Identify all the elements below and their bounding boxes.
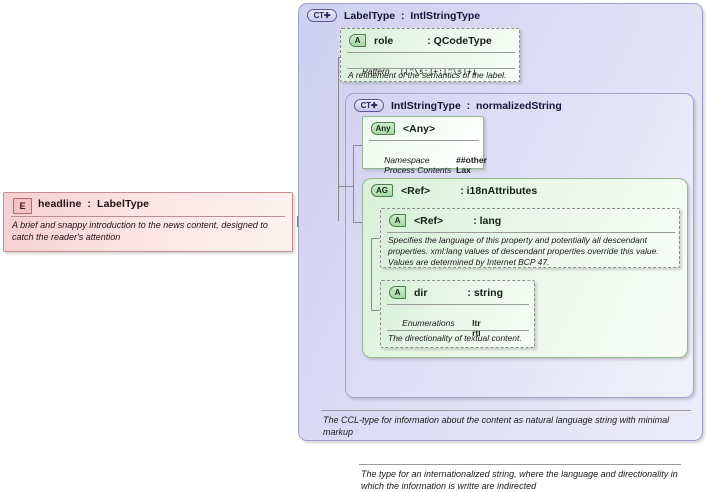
attribute-type-lang: : lang xyxy=(473,214,502,227)
divider xyxy=(359,464,681,465)
facet-row-namespace: Namespace xyxy=(370,144,430,176)
facet-key: Enumerations xyxy=(402,317,455,328)
attribute-type-role: : QCodeType xyxy=(427,34,492,47)
attribute-name-lang: <Ref> xyxy=(414,214,444,227)
connector-ag-trunk xyxy=(371,238,372,310)
element-documentation: A brief and snappy introduction to the n… xyxy=(12,220,268,242)
connector-branch-any xyxy=(353,145,362,146)
attribute-header-role: A role : QCodeType xyxy=(349,34,492,47)
attribute-box-role[interactable]: A role : QCodeType Pattern [[^\s:]+:[^\s]… xyxy=(340,28,520,82)
divider xyxy=(387,304,529,305)
attribute-icon: A xyxy=(349,34,366,47)
attribute-documentation-lang: Specifies the language of this property … xyxy=(388,235,659,267)
complextype-documentation-intlstringtype: The type for an internationalized string… xyxy=(361,469,678,491)
attribute-box-lang[interactable]: A <Ref> : lang Specifies the language of… xyxy=(380,208,680,268)
facet-key: Process Contents xyxy=(384,164,452,175)
attribute-name-dir: dir xyxy=(414,286,428,299)
facet-value-namespace: ##other xyxy=(442,144,487,176)
facet-value: [[^\s:]+:[^\s]+] xyxy=(399,66,477,76)
complextype-badge-text: CT xyxy=(360,101,371,110)
facet-value-enum-rtl: rtl xyxy=(458,317,481,349)
any-box[interactable]: Any <Any> Namespace ##other Process Cont… xyxy=(362,116,487,175)
complextype-title-labeltype: LabelType : IntlStringType xyxy=(344,9,481,22)
divider xyxy=(369,140,479,141)
connector-inner-trunk xyxy=(353,145,354,222)
attribute-documentation-dir: The directionality of textual content. xyxy=(388,333,522,343)
any-icon: Any xyxy=(371,122,395,135)
facet-row-enumerations: Enumerations xyxy=(388,307,455,339)
connector-branch-lang xyxy=(371,238,380,239)
attributegroup-header[interactable]: AG <Ref> : i18nAttributes xyxy=(371,184,537,197)
attributegroup-name: <Ref> xyxy=(401,184,431,197)
facet-value: ##other xyxy=(456,154,487,165)
complextype-badge-text: CT xyxy=(313,11,324,20)
element-title: headline : LabelType xyxy=(38,198,150,210)
facet-row-pattern: Pattern [[^\s:]+:[^\s]+] xyxy=(348,55,477,88)
complextype-header-labeltype[interactable]: CT✚ LabelType : IntlStringType xyxy=(307,9,480,22)
complextype-title-intlstringtype: IntlStringType : normalizedString xyxy=(391,99,562,112)
facet-value: Lax xyxy=(456,164,471,175)
attribute-header-dir: A dir : string xyxy=(389,286,503,299)
attribute-box-dir[interactable]: A dir : string Enumerations ltr rtl The … xyxy=(380,280,535,348)
any-header: Any <Any> xyxy=(371,122,435,135)
complextype-expand-icon[interactable]: CT✚ xyxy=(307,9,337,22)
attribute-header-lang: A <Ref> : lang xyxy=(389,214,501,227)
attribute-icon: A xyxy=(389,286,406,299)
complextype-documentation-labeltype: The CCL-type for information about the c… xyxy=(323,415,670,437)
element-icon: E xyxy=(13,198,32,214)
divider xyxy=(347,52,515,53)
complextype-expand-icon[interactable]: CT✚ xyxy=(354,99,384,112)
any-title: <Any> xyxy=(403,122,436,135)
attributegroup-icon: AG xyxy=(371,184,393,197)
divider xyxy=(387,330,529,331)
connector-branch-ag xyxy=(353,222,362,223)
attribute-type-dir: : string xyxy=(467,286,504,299)
facet-key: Namespace xyxy=(384,154,430,165)
facet-row-process-contents: Process Contents xyxy=(370,154,451,186)
divider xyxy=(11,216,285,217)
attribute-documentation-role: A refinement of the semantics of the lab… xyxy=(348,70,507,80)
attributegroup-type: : i18nAttributes xyxy=(460,184,538,197)
connector-trunk xyxy=(338,57,339,221)
attribute-name-role: role xyxy=(374,34,394,47)
facet-value-process-contents: Lax xyxy=(442,154,471,186)
facet-value: ltr xyxy=(472,317,481,328)
facet-key: Pattern xyxy=(362,65,390,76)
element-header: E headline : LabelType xyxy=(4,193,292,216)
element-box-headline[interactable]: E headline : LabelType A brief and snapp… xyxy=(3,192,293,252)
divider xyxy=(347,68,515,69)
divider xyxy=(387,232,675,233)
connector-inner-to-trunk xyxy=(338,186,353,187)
connector-branch-dir xyxy=(371,310,380,311)
facet-value-enum-ltr: ltr xyxy=(458,307,481,339)
complextype-header-intlstringtype[interactable]: CT✚ IntlStringType : normalizedString xyxy=(354,99,562,112)
divider xyxy=(321,410,691,411)
facet-value: rtl xyxy=(472,327,481,338)
schema-diagram-canvas: E headline : LabelType A brief and snapp… xyxy=(3,3,703,491)
attribute-icon: A xyxy=(389,214,406,227)
